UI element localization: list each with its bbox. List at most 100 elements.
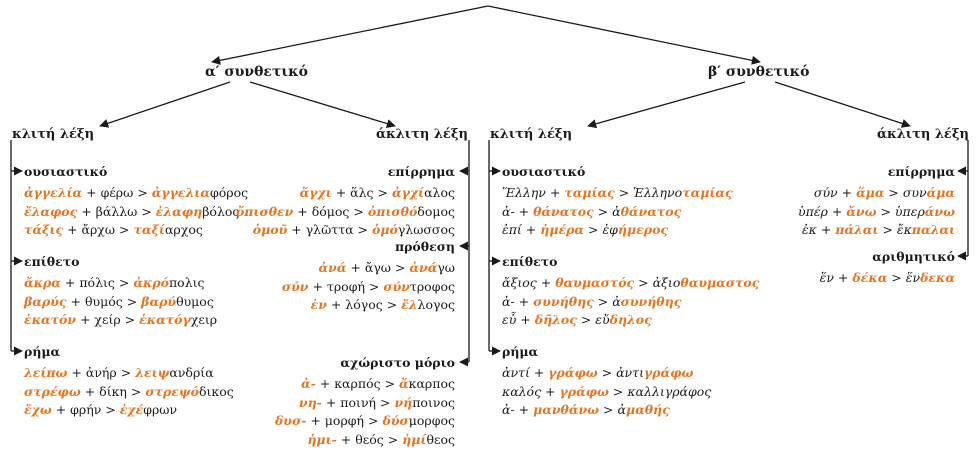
example-text: + ἅλς > xyxy=(332,185,392,200)
example-text: > ἀντι xyxy=(598,365,644,380)
highlighted-part: συνήθης xyxy=(533,294,594,309)
example-text: + δίκη > xyxy=(81,384,146,399)
highlighted-part: ἑκατόν xyxy=(24,312,76,327)
highlighted-part: γράφω xyxy=(644,365,693,380)
group-label: αριθμητικό xyxy=(820,249,955,264)
group-label: ρήμα xyxy=(24,344,234,359)
example-row: ἔχω + φρήν > ἐχέφρων xyxy=(24,402,234,421)
root-to-left-arrow xyxy=(212,6,488,62)
highlighted-part: ἄκρα xyxy=(24,275,61,290)
example-row: ἄξιος + θαυμαστός > ἀξιοθαυμαστος xyxy=(502,275,759,294)
example-text: > ἐφ xyxy=(584,222,618,237)
example-row: λείπω + ἀνήρ > λειψανδρία xyxy=(24,365,234,384)
highlighted-part: άνω xyxy=(925,204,955,219)
example-text: + θεός > xyxy=(337,432,402,447)
left-branch-title: α′ συνθετικό xyxy=(205,65,308,79)
group-label: πρόθεση xyxy=(282,239,455,254)
example-text: ἀντί + xyxy=(502,365,548,380)
example-row: ἄγχι + ἅλς > ἀγχίαλος xyxy=(236,185,455,204)
example-text: πολις xyxy=(169,275,205,290)
highlighted-part: γράφω xyxy=(548,365,597,380)
example-text: + πόλις > xyxy=(61,275,133,290)
highlighted-part: δηλος xyxy=(610,312,652,327)
example-text: ἐπί + xyxy=(502,222,540,237)
example-row: δυσ- + μορφή > δύσμορφος xyxy=(275,413,455,432)
highlighted-part: ἅμα xyxy=(856,185,884,200)
highlighted-part: ἔλαφος xyxy=(24,204,77,219)
highlighted-part: βαρύς xyxy=(24,294,67,309)
example-row: ὁμοῦ + γλῶττα > ὁμόγλωσσος xyxy=(236,222,455,241)
highlighted-part: γράφω xyxy=(560,384,609,399)
group-label: επίρρημα xyxy=(236,164,455,179)
example-text: γλωσσος xyxy=(398,222,455,237)
highlighted-part: ἀγγελία xyxy=(24,185,82,200)
highlighted-part: ἀνά xyxy=(409,260,437,275)
highlighted-part: βαρύ xyxy=(141,294,176,309)
group-label: ρήμα xyxy=(502,344,711,359)
example-text: θεος xyxy=(426,432,455,447)
group-label: επίθετο xyxy=(24,254,217,269)
highlighted-part: λείπω xyxy=(24,365,67,380)
highlighted-part: ἀνά xyxy=(319,260,347,275)
highlighted-part: στρέφω xyxy=(24,384,81,399)
highlighted-part: ταξί xyxy=(134,222,165,237)
left-to-uninflected-arrow xyxy=(250,82,395,126)
highlighted-part: λειψ xyxy=(135,365,169,380)
example-text: + θυμός > xyxy=(67,294,142,309)
right-inflected-title: κλιτή λέξη xyxy=(490,128,572,141)
example-text: τροφος xyxy=(410,279,455,294)
highlighted-part: ἀ- xyxy=(301,376,316,391)
example-text: > ἀξιο xyxy=(634,275,680,290)
example-row: τάξις + ἄρχω > ταξίαρχος xyxy=(24,222,248,241)
example-row: ἀ- + μανθάνω > ἀμαθής xyxy=(502,402,711,421)
highlighted-part: ταμίας xyxy=(682,185,732,200)
example-text: ὑπέρ + xyxy=(798,204,846,219)
group-label: αχώριστο μόριο xyxy=(275,355,455,370)
highlighted-part: μαθής xyxy=(626,402,670,417)
example-text: > καλλιγράφος xyxy=(609,384,711,399)
example-text: δομος xyxy=(417,204,455,219)
example-text: ἄξιος + xyxy=(502,275,555,290)
highlighted-part: δυσ- xyxy=(275,413,306,428)
example-row: σύν + ἅμα > συνάμα xyxy=(798,185,955,204)
example-row: βαρύς + θυμός > βαρύθυμος xyxy=(24,294,217,313)
highlighted-part: ήμερος xyxy=(618,222,668,237)
example-row: ἀγγελία + φέρω > ἀγγελιαφόρος xyxy=(24,185,248,204)
example-text: φρων xyxy=(143,402,177,417)
example-text: δικος xyxy=(199,384,234,399)
highlighted-part: τάξις xyxy=(24,222,63,237)
highlighted-part: ὁμό xyxy=(372,222,398,237)
example-text: αλος xyxy=(424,185,455,200)
example-row: ἀ- + συνήθης > ἀσυνήθης xyxy=(502,294,759,313)
example-text: + δόμος > xyxy=(293,204,368,219)
example-text: > ὑπερ xyxy=(877,204,925,219)
example-text: Ἕλλην + xyxy=(502,185,564,200)
highlighted-part: στρεψό xyxy=(145,384,199,399)
example-text: + γλῶττα > xyxy=(287,222,372,237)
highlighted-part: ἐν xyxy=(311,297,327,312)
right-to-uninflected-arrow xyxy=(775,82,910,126)
highlighted-part: άμα xyxy=(927,185,955,200)
example-row: ἐν + λόγος > ἔλλογος xyxy=(282,297,455,316)
highlighted-part: συνήθης xyxy=(621,294,682,309)
example-text: λογος xyxy=(418,297,455,312)
highlighted-part: σύν xyxy=(282,279,309,294)
example-text: + τροφή > xyxy=(308,279,383,294)
example-text: + βάλλω > xyxy=(77,204,156,219)
highlighted-part: ἐχέ xyxy=(120,402,143,417)
highlighted-part: ἑκατόγ xyxy=(139,312,191,327)
left-to-inflected-arrow xyxy=(100,82,230,126)
highlighted-part: ἐλαφη xyxy=(156,204,202,219)
example-row: Ἕλλην + ταμίας > Ἑλληνοταμίας xyxy=(502,185,733,204)
example-row: καλός + γράφω > καλλιγράφος xyxy=(502,384,711,403)
example-row: ὄπισθεν + δόμος > ὀπισθόδομος xyxy=(236,204,455,223)
highlighted-part: πάλαι xyxy=(835,222,878,237)
example-text: + φρήν > xyxy=(52,402,120,417)
highlighted-part: ἀγγελια xyxy=(152,185,210,200)
